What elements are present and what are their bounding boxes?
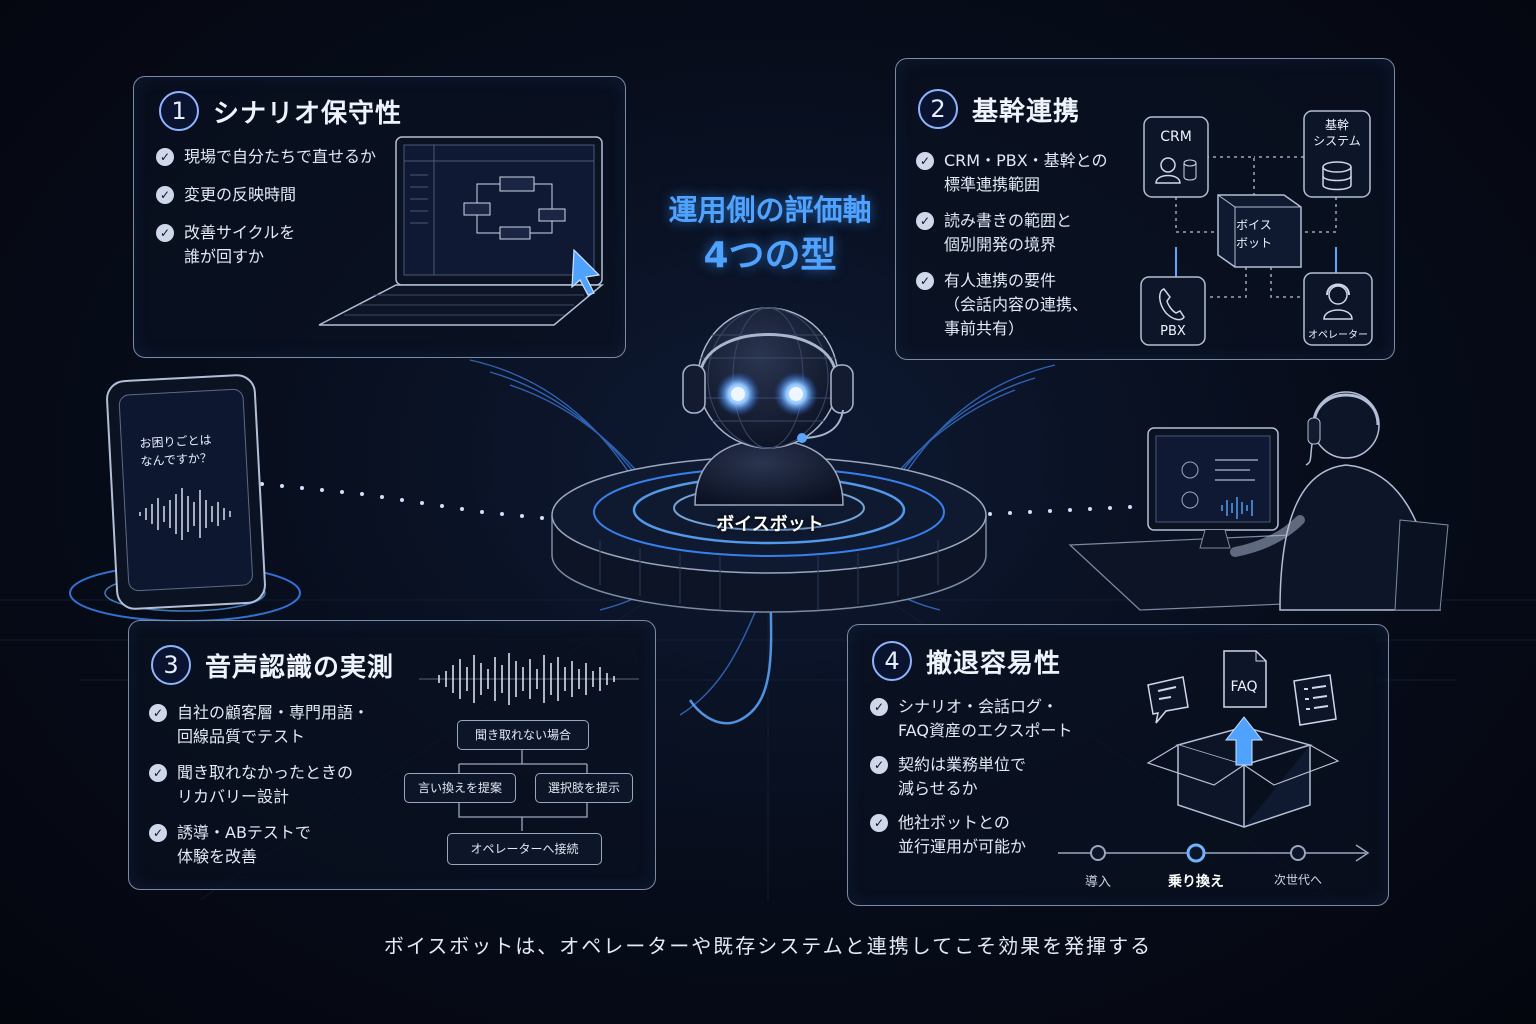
signal-dots-left	[260, 482, 544, 520]
phone-question-text: お困りごとは なんですか？	[139, 432, 213, 469]
check-icon: ✓	[156, 224, 174, 242]
center-title-line1: 運用側の評価軸	[668, 193, 872, 227]
checklist-item: ✓現場で自分たちで直せるか	[156, 145, 396, 169]
card-number: 3	[151, 645, 191, 685]
flow-node-unrecognized: 聞き取れない場合	[457, 720, 589, 750]
pbx-label: PBX	[1160, 324, 1186, 339]
timeline-step-next: 次世代へ	[1273, 873, 1322, 887]
voice-bot-robot	[682, 307, 854, 506]
checklist-item: ✓シナリオ・会話ログ・ FAQ資産のエクスポート	[870, 695, 1110, 743]
core-system-label: 基幹システム	[1313, 117, 1361, 148]
operator-label: オペレーター	[1308, 329, 1368, 341]
timeline-step-switch: 乗り換え	[1168, 874, 1224, 890]
svg-label-line: ボイス	[1236, 218, 1272, 232]
timeline-node	[1290, 845, 1306, 861]
card-title: シナリオ保守性	[213, 98, 403, 129]
check-icon: ✓	[156, 148, 174, 166]
checklist-item: ✓有人連携の要件 （会話内容の連携、 事前共有）	[916, 269, 1136, 341]
checklist-item: ✓変更の反映時間	[156, 183, 396, 207]
flow-node-options: 選択肢を提示	[535, 773, 633, 803]
check-icon: ✓	[149, 824, 167, 842]
card-title: 音声認識の実測	[205, 652, 395, 683]
checklist-item: ✓自社の顧客層・専門用語・ 回線品質でテスト	[149, 701, 399, 749]
checklist-item: ✓CRM・PBX・基幹との 標準連携範囲	[916, 149, 1136, 197]
waveform-icon	[419, 653, 639, 705]
bot-box-label: ボイスボット	[1236, 218, 1272, 250]
svg-label-line: ボット	[1236, 236, 1272, 250]
card-core-integration: 2 基幹連携 ✓CRM・PBX・基幹との 標準連携範囲 ✓読み書きの範囲と 個別…	[895, 58, 1395, 360]
check-icon: ✓	[149, 764, 167, 782]
migration-timeline	[1058, 843, 1370, 863]
card-number: 2	[918, 89, 958, 129]
checklist-item: ✓誘導・ABテストで 体験を改善	[149, 821, 399, 869]
crm-label: CRM	[1160, 129, 1192, 145]
check-icon: ✓	[916, 212, 934, 230]
operator-illustration	[1068, 391, 1449, 611]
card-speech-recognition: 3 音声認識の実測 ✓自社の顧客層・専門用語・ 回線品質でテスト ✓聞き取れなか…	[128, 620, 656, 890]
check-icon: ✓	[156, 186, 174, 204]
faq-label: FAQ	[1230, 679, 1257, 695]
footer-message: ボイスボットは、オペレーターや既存システムと連携してこそ効果を発揮する	[383, 934, 1153, 958]
signal-dots-right	[988, 505, 1132, 516]
card-number: 4	[872, 641, 912, 681]
flow-node-operator: オペレーターへ接続	[447, 833, 602, 865]
svg-label-line: システム	[1313, 134, 1361, 148]
check-icon: ✓	[916, 272, 934, 290]
check-icon: ✓	[870, 814, 888, 832]
timeline-node-active	[1186, 843, 1206, 863]
card-number: 1	[159, 91, 199, 131]
checklist-item: ✓契約は業務単位で 減らせるか	[870, 753, 1110, 801]
check-icon: ✓	[870, 698, 888, 716]
check-icon: ✓	[870, 756, 888, 774]
center-title-line2: 4つの型	[703, 235, 837, 276]
card-exit-ease: 4 撤退容易性 ✓シナリオ・会話ログ・ FAQ資産のエクスポート ✓契約は業務単…	[847, 624, 1389, 906]
timeline-step-intro: 導入	[1084, 875, 1111, 890]
center-title: 運用側の評価軸 4つの型	[620, 190, 920, 282]
bot-platform	[551, 456, 987, 613]
integration-diagram: CRM 基幹システム ボイスボット PBX オペレーター	[1140, 110, 1373, 346]
card-title: 撤退容易性	[926, 648, 1062, 679]
check-icon: ✓	[149, 704, 167, 722]
svg-label-line: 基幹	[1325, 117, 1349, 132]
smartphone-illustration	[69, 374, 301, 622]
checklist-item: ✓改善サイクルを 誰が回すか	[156, 221, 396, 269]
laptop-flow-editor-icon	[318, 136, 605, 326]
checklist-item: ✓聞き取れなかったときの リカバリー設計	[149, 761, 399, 809]
checklist-item: ✓読み書きの範囲と 個別開発の境界	[916, 209, 1136, 257]
recovery-flow-connectors	[458, 748, 588, 831]
card-title: 基幹連携	[972, 96, 1081, 127]
card-scenario-maintainability: 1 シナリオ保守性 ✓現場で自分たちで直せるか ✓変更の反映時間 ✓改善サイクル…	[133, 76, 626, 358]
bot-label: ボイスボット	[716, 514, 824, 535]
check-icon: ✓	[916, 152, 934, 170]
flow-node-rephrase: 言い換えを提案	[404, 773, 516, 803]
export-box-illustration: FAQ	[1146, 650, 1340, 829]
timeline-node	[1090, 845, 1106, 861]
checklist-item: ✓他社ボットとの 並行運用が可能か	[870, 811, 1110, 859]
